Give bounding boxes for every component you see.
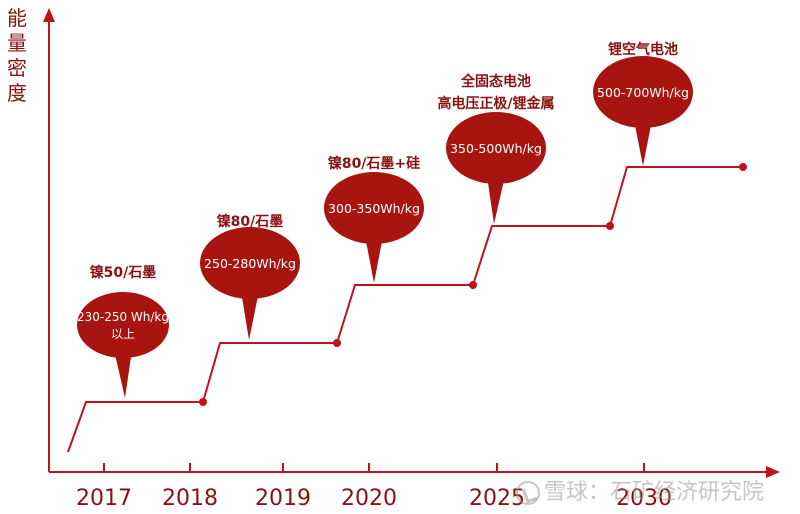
chemistry-label: 锂空气电池 — [608, 41, 678, 58]
density-label-line: 300-350Wh/kg — [328, 201, 420, 216]
chemistry-label-line: 锂空气电池 — [608, 41, 678, 58]
step-endpoint-dot — [739, 163, 747, 171]
callout-bubble — [593, 56, 693, 128]
chemistry-label-line: 全固态电池 — [460, 73, 531, 90]
density-label: 300-350Wh/kg — [328, 201, 420, 216]
chemistry-label: 镍80/石墨+硅 — [328, 155, 420, 172]
callout-bubble — [446, 112, 546, 184]
callout-tail — [114, 350, 132, 398]
x-tick-label: 2017 — [76, 486, 132, 511]
watermark-text: 雪球：石矿经济研究院 — [544, 480, 765, 505]
density-label-line: 500-700Wh/kg — [597, 85, 689, 100]
density-label-line: 350-500Wh/kg — [450, 141, 542, 156]
density-label-line: 230-250 Wh/kg — [77, 310, 169, 324]
callout-bubble — [200, 227, 300, 299]
chemistry-label-line: 高电压正极/锂金属 — [437, 95, 554, 112]
callout-tail — [241, 291, 259, 340]
chemistry-label-line: 镍80/石墨+硅 — [328, 155, 420, 172]
xueqiu-logo-icon — [516, 481, 540, 505]
x-tick-label: 2019 — [255, 486, 311, 511]
chemistry-label: 镍50/石墨 — [90, 264, 157, 281]
chemistry-label: 镍80/石墨 — [217, 213, 284, 230]
callout-bubble — [77, 292, 169, 358]
step-endpoint-dot — [333, 339, 341, 347]
x-axis-arrow — [766, 466, 780, 478]
chemistry-label-line: 镍80/石墨 — [217, 213, 284, 230]
y-axis-arrow — [43, 8, 55, 22]
x-tick-label: 2018 — [162, 486, 218, 511]
step-endpoint-dot — [199, 398, 207, 406]
density-label: 230-250 Wh/kg 以上 — [77, 310, 169, 341]
watermark: 雪球：石矿经济研究院 — [516, 474, 764, 506]
step-endpoint-dot — [469, 281, 477, 289]
x-tick-label: 2020 — [341, 486, 397, 511]
y-axis-label: 能量密度 — [7, 6, 27, 105]
density-label: 500-700Wh/kg — [597, 85, 689, 100]
callout-tail — [365, 236, 383, 283]
chemistry-label-line: 镍50/石墨 — [90, 264, 157, 281]
chemistry-label: 全固态电池高电压正极/锂金属 — [437, 73, 554, 112]
density-label: 350-500Wh/kg — [450, 141, 542, 156]
density-label-line: 250-280Wh/kg — [204, 256, 296, 271]
callout-tail — [487, 176, 505, 224]
density-label: 250-280Wh/kg — [204, 256, 296, 271]
callout-tail — [634, 120, 652, 166]
x-tick-label: 2030 — [616, 486, 672, 511]
callout-bubble — [324, 172, 424, 244]
step-endpoint-dot — [606, 222, 614, 230]
energy-density-step-line — [67, 166, 743, 453]
density-label-line: 以上 — [111, 327, 135, 341]
